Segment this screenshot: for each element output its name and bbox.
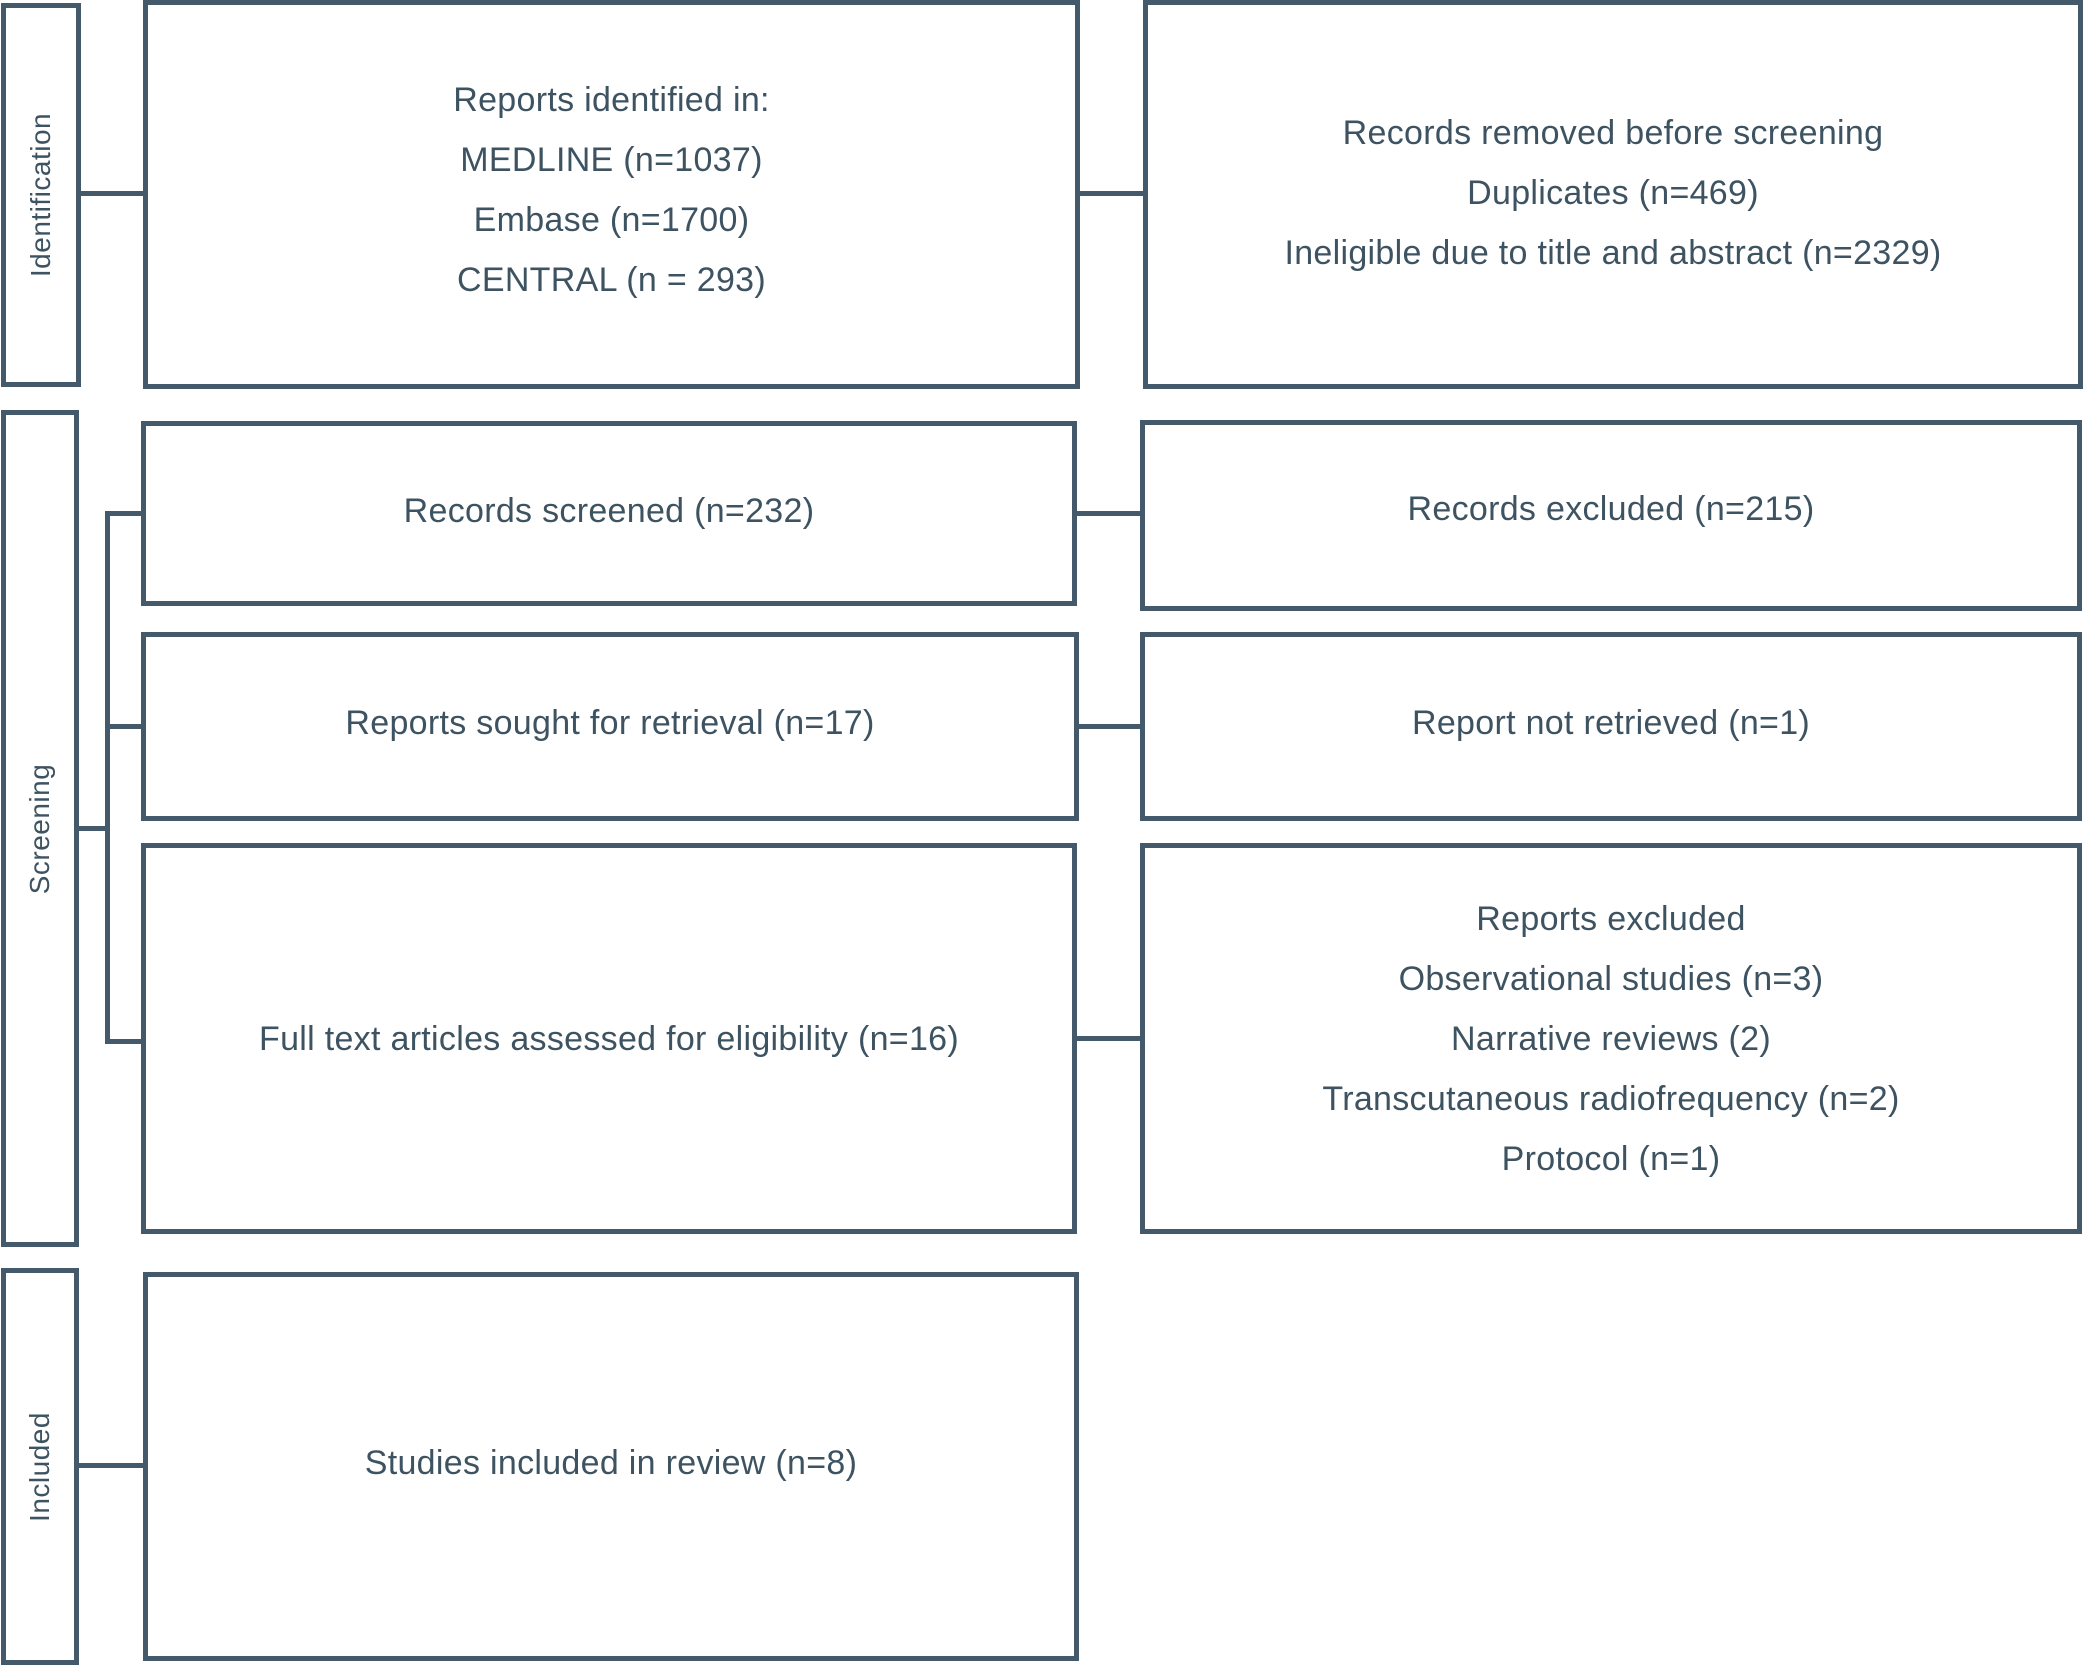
reports-sought-box: Reports sought for retrieval (n=17) — [141, 632, 1079, 821]
records-removed-ineligible: Ineligible due to title and abstract (n=… — [1284, 233, 1942, 272]
stage-screening-label: Screening — [24, 763, 55, 894]
connector-screening-bracket — [105, 511, 110, 1044]
reports-identified-box: Reports identified in: MEDLINE (n=1037) … — [143, 0, 1080, 389]
connector-fulltext-excluded — [1075, 1036, 1145, 1041]
reports-excluded-heading: Reports excluded — [1476, 899, 1746, 938]
connector-included-stage — [78, 1463, 146, 1468]
full-text-assessed-box: Full text articles assessed for eligibil… — [141, 843, 1077, 1234]
connector-screened-excluded — [1075, 511, 1145, 516]
reports-identified-central: CENTRAL (n = 293) — [456, 260, 766, 299]
stage-identification-label: Identification — [25, 112, 56, 278]
records-excluded-text: Records excluded (n=215) — [1407, 489, 1815, 528]
reports-excluded-narrative: Narrative reviews (2) — [1451, 1019, 1771, 1058]
records-removed-duplicates: Duplicates (n=469) — [1467, 173, 1759, 212]
reports-sought-text: Reports sought for retrieval (n=17) — [345, 703, 875, 742]
reports-excluded-protocol: Protocol (n=1) — [1501, 1139, 1721, 1178]
connector-identification-stage — [80, 191, 146, 196]
reports-excluded-transcutaneous: Transcutaneous radiofrequency (n=2) — [1322, 1079, 1900, 1118]
records-screened-text: Records screened (n=232) — [403, 491, 815, 530]
reports-identified-medline: MEDLINE (n=1037) — [460, 140, 763, 179]
reports-excluded-box: Reports excluded Observational studies (… — [1140, 843, 2082, 1234]
report-not-retrieved-text: Report not retrieved (n=1) — [1411, 703, 1811, 742]
studies-included-text: Studies included in review (n=8) — [364, 1443, 858, 1482]
records-screened-box: Records screened (n=232) — [141, 421, 1077, 606]
reports-identified-embase: Embase (n=1700) — [473, 200, 750, 239]
connector-screening-stage — [78, 826, 108, 831]
connector-sought-not-retrieved — [1077, 724, 1145, 729]
connector-identification-removed — [1077, 191, 1147, 196]
connector-screening-branch-1 — [105, 511, 145, 516]
studies-included-box: Studies included in review (n=8) — [143, 1272, 1079, 1661]
report-not-retrieved-box: Report not retrieved (n=1) — [1140, 632, 2082, 821]
connector-screening-branch-2 — [105, 724, 145, 729]
full-text-assessed-text: Full text articles assessed for eligibil… — [259, 1019, 959, 1058]
stage-screening: Screening — [1, 410, 79, 1247]
records-removed-heading: Records removed before screening — [1342, 113, 1884, 152]
connector-screening-branch-3 — [105, 1039, 145, 1044]
records-removed-box: Records removed before screening Duplica… — [1143, 0, 2083, 389]
reports-excluded-observational: Observational studies (n=3) — [1398, 959, 1824, 998]
stage-included-label: Included — [24, 1411, 55, 1522]
records-excluded-box: Records excluded (n=215) — [1140, 420, 2082, 611]
stage-identification: Identification — [1, 3, 81, 387]
stage-included: Included — [1, 1268, 79, 1665]
reports-identified-heading: Reports identified in: — [453, 80, 770, 119]
